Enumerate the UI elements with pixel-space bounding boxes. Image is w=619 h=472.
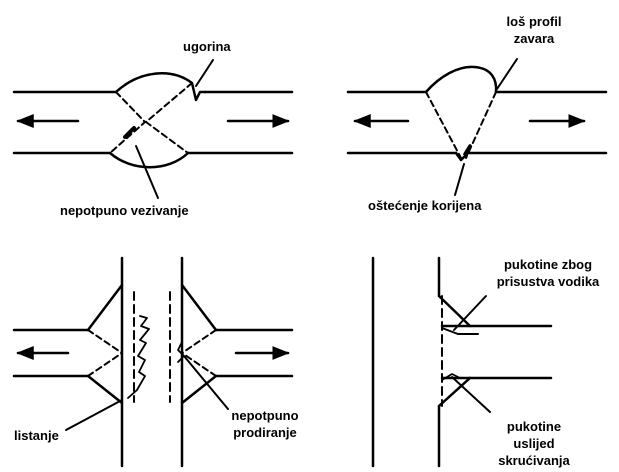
label-nepotpuno-prodiranje-line2: prodiranje [233, 425, 297, 440]
panel-bottom-right [371, 256, 553, 468]
leader-ostecenje-korijena [454, 163, 465, 196]
label-los-profil-line2: zavara [513, 31, 555, 46]
penetration-line-r2 [181, 352, 217, 377]
label-los-profil-line1: loš profil [506, 14, 562, 29]
leader-nepotpuno-prodiranje [183, 355, 229, 410]
lack-of-fusion-mark [123, 126, 136, 139]
penetration-defect-mark [177, 341, 185, 363]
fillet-welds-left [86, 283, 124, 405]
fillet-weld-upper [437, 294, 472, 328]
solidification-crack-mark [441, 373, 461, 381]
label-vodik-line1: pukotine zbog [503, 257, 593, 272]
fusion-line-tr-left [425, 91, 462, 159]
label-nepotpuno-vezivanje: nepotpuno vezivanje [60, 203, 189, 218]
penetration-line-r1 [181, 329, 217, 354]
fillet-weld-lower [437, 376, 472, 408]
fusion-line-right [145, 82, 193, 154]
label-skrucivanje-line3: skrućivanja [498, 453, 570, 468]
leader-vodik [453, 295, 487, 331]
leader-los-profil [496, 58, 518, 90]
leader-nepotpuno-vezivanje [135, 145, 159, 199]
weld-poor-profile [424, 65, 498, 94]
label-ugorina: ugorina [183, 39, 231, 54]
leader-ugorina [195, 59, 214, 87]
label-nepotpuno-prodiranje-line1: nepotpuno [231, 408, 299, 423]
panel-top-right [346, 58, 608, 196]
weld-cap-with-undercut [114, 72, 207, 102]
panel-top-left [12, 59, 294, 199]
penetration-line-l2 [87, 352, 123, 377]
panel-bottom-left [12, 256, 294, 468]
label-ostecenje-korijena: oštećenje korijena [368, 198, 482, 213]
leader-skrucivanje [451, 376, 491, 413]
root-defect-mark [463, 144, 472, 156]
weld-root [108, 151, 190, 169]
hydrogen-crack-mark [441, 327, 479, 335]
label-listanje: listanje [14, 428, 59, 443]
leader-listanje [65, 399, 123, 431]
penetration-line-l1 [87, 329, 123, 354]
label-skrucivanje-line1: pukotine [506, 419, 562, 434]
fillet-welds-right [180, 283, 218, 405]
label-skrucivanje-line2: uslijed [513, 436, 555, 451]
lamellar-tear-crack [127, 315, 150, 399]
label-vodik-line2: prisustva vodika [496, 274, 600, 289]
fusion-line-left [109, 91, 146, 154]
